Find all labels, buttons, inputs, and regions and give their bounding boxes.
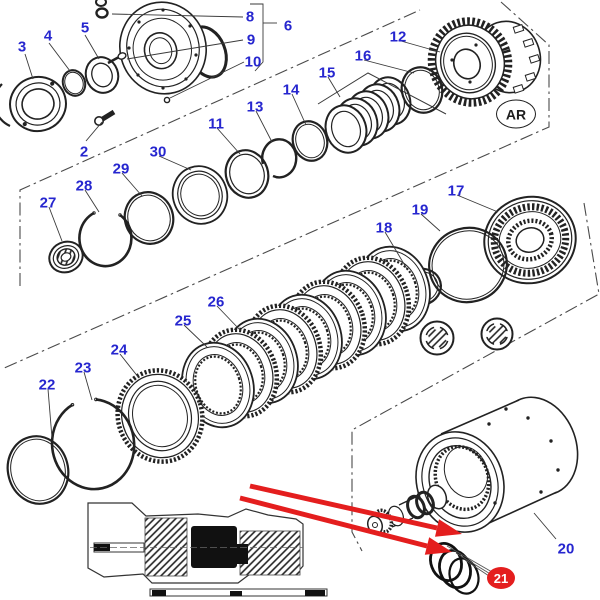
part-6-hub-assembly [118,1,228,95]
part-13-snap-ring [261,138,298,179]
highlight-arrow-head [424,537,452,555]
part-15-seal-ring-stack [317,70,447,160]
highlight-arrow-head [435,519,462,537]
transmission-overview-schematic [87,502,328,597]
part-17-gear-ring [483,195,577,285]
part-9-pin [107,52,127,65]
part-5-ring [84,56,120,94]
part-2-bolt [94,109,116,127]
ar-callout: AR [496,99,536,129]
part-10-bolt [163,96,171,104]
leader-lines [24,3,557,540]
part-30-ring [171,165,229,225]
part-22-oring [6,435,70,505]
part-8-oring-small [95,0,109,19]
part-23-snap-ring [50,397,136,491]
part-19-oring [428,226,508,304]
part-16-ring [400,66,444,114]
part-27-bearing [48,240,84,274]
edge-ring-fragment [0,83,11,128]
highlight-arrows [239,483,462,555]
section-boundaries [1,1,600,552]
part-28-snap-ring [78,211,133,268]
part-29-ring [123,191,175,245]
group-6-bracket [250,3,264,72]
clutch-disc-pack [170,236,442,438]
part-12-gear-drum [427,17,542,107]
part-24-toothed-ring [115,368,205,464]
highlight-arrow [249,483,438,531]
seal-cross-section-symbols [419,317,514,356]
part-21-badge: 21 [487,567,515,589]
highlight-arrow [239,495,428,549]
part-11-ring [224,149,270,199]
part-3-ring [9,75,67,133]
